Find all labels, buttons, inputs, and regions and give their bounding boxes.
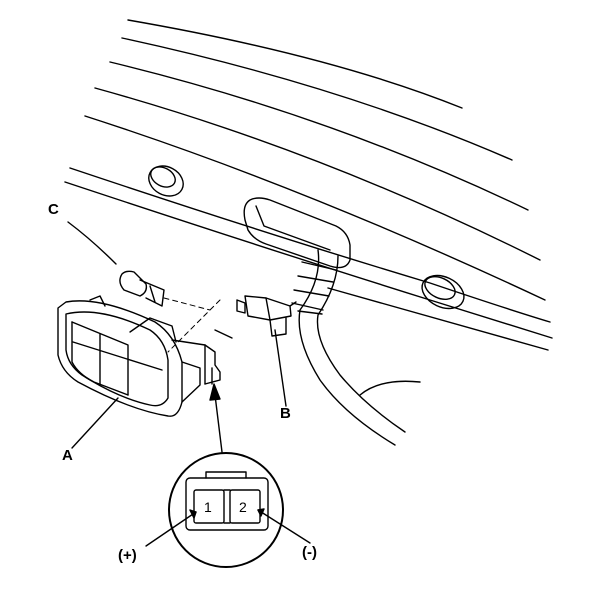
- indicator-arrow: [209, 383, 223, 453]
- light-assembly-a: [57, 295, 221, 417]
- alignment-lines: [163, 297, 221, 353]
- label-a: A: [62, 447, 73, 464]
- pin-2-label: 2: [239, 499, 247, 515]
- label-b: B: [280, 405, 291, 422]
- positive-terminal-label: (+): [118, 547, 137, 564]
- label-c: C: [48, 201, 59, 218]
- bulb-c: [119, 270, 165, 307]
- pin-1-label: 1: [204, 499, 212, 515]
- connector-detail-view: [145, 452, 311, 568]
- harness-slot: [243, 197, 351, 269]
- leader-lines: [67, 221, 287, 449]
- negative-terminal-label: (-): [302, 544, 317, 561]
- mounting-hole-left: [148, 165, 184, 197]
- mounting-hole-right: [421, 274, 465, 310]
- connector-b: [236, 295, 297, 337]
- trunk-lid-panel: [64, 19, 553, 351]
- wire-harness: [291, 249, 421, 446]
